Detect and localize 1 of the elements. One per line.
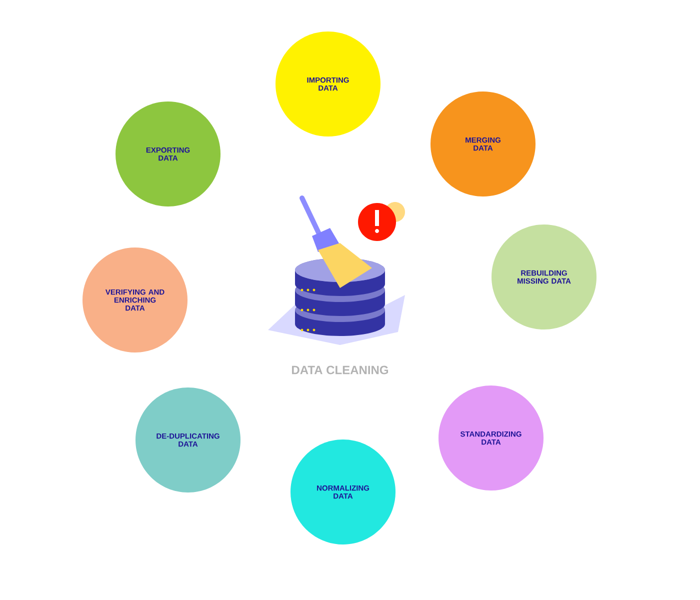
caption-text: DATA CLEANING <box>292 366 388 374</box>
